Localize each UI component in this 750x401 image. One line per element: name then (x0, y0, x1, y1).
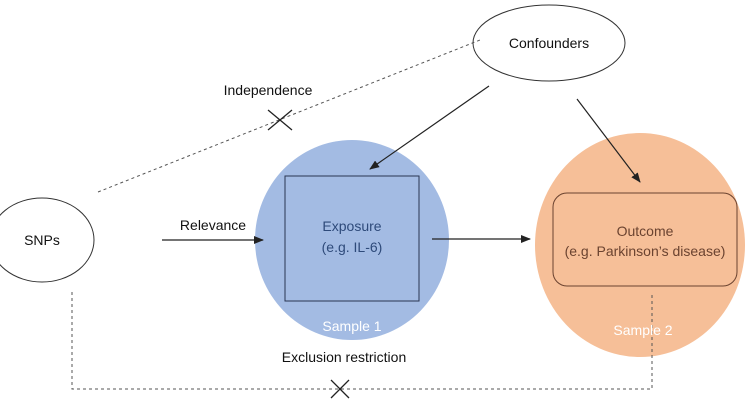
confounders-outcome-arrow (576, 98, 641, 183)
sample2-circle (535, 133, 745, 357)
snps-label: SNPs (24, 232, 60, 248)
independence-cross-b (267, 109, 293, 131)
snps-node (0, 197, 95, 283)
outcome-example: (e.g. Parkinson’s disease) (565, 243, 726, 259)
sample1-circle (255, 140, 449, 340)
outcome-box (552, 192, 738, 287)
sample2-label: Sample 2 (613, 322, 672, 338)
sample1-label: Sample 1 (322, 318, 381, 334)
confounders-label: Confounders (509, 35, 589, 51)
independence-label: Independence (224, 82, 313, 98)
relevance-label: Relevance (180, 217, 246, 233)
exclusion-line (71, 292, 653, 390)
exposure-example: (e.g. IL-6) (322, 239, 383, 255)
independence-line (97, 39, 481, 193)
exclusion-label: Exclusion restriction (282, 349, 407, 365)
exclusion-cross-b (330, 379, 350, 399)
exposure-box (284, 175, 420, 302)
exposure-title: Exposure (322, 218, 381, 234)
outcome-title: Outcome (617, 223, 674, 239)
confounders-exposure-arrow (369, 85, 490, 170)
